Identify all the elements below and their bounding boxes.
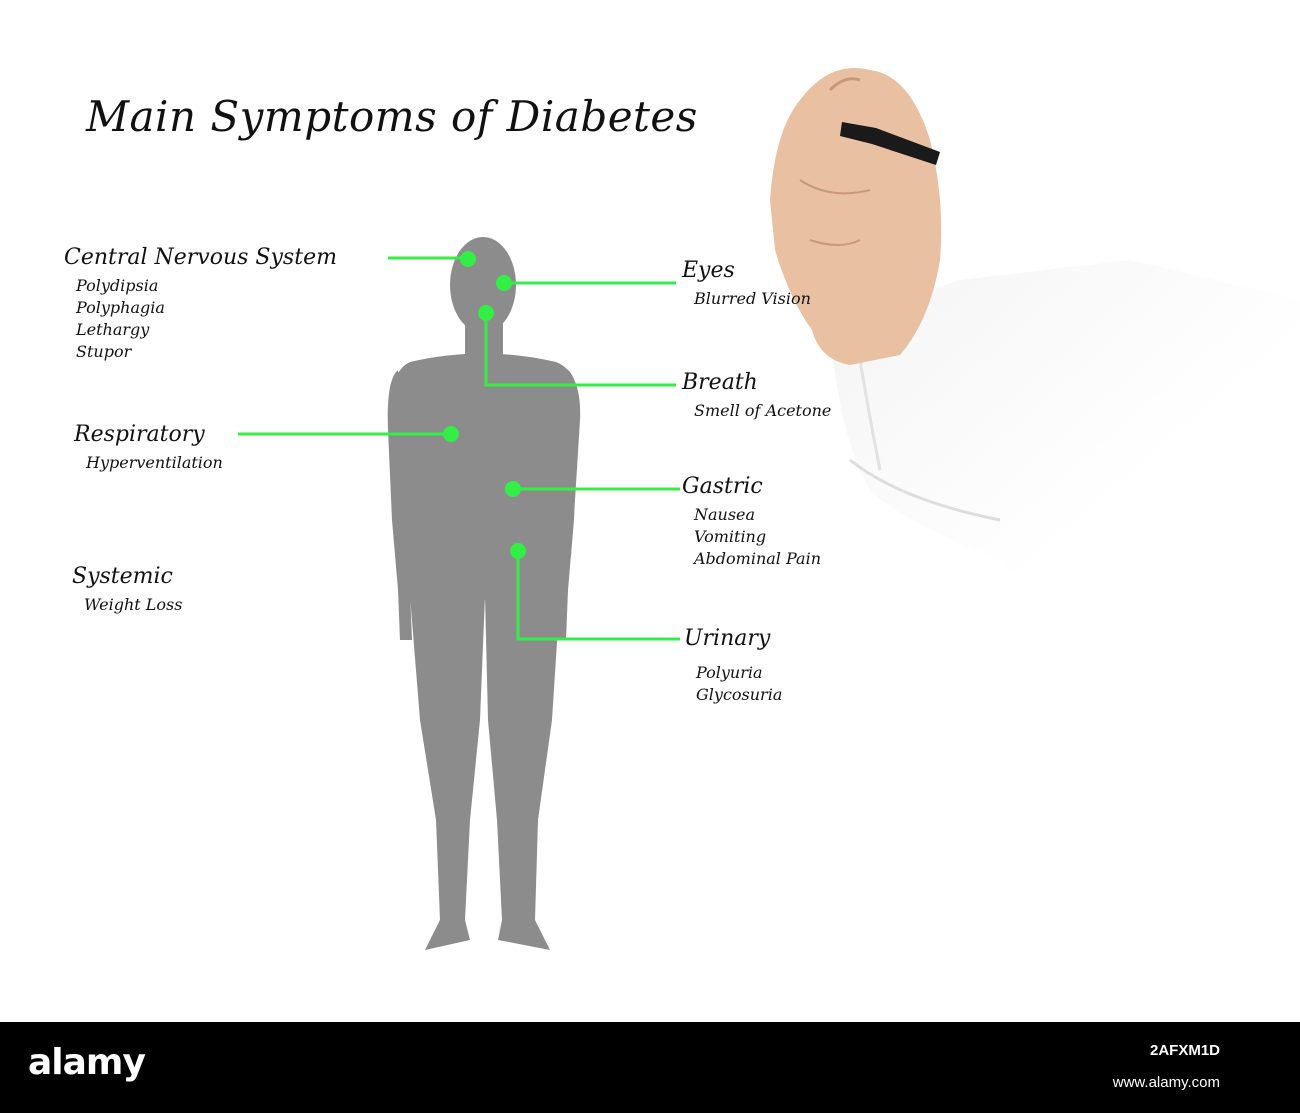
dot-gastric xyxy=(505,481,521,497)
symptom-item: Lethargy xyxy=(76,319,337,341)
group-heading: Systemic xyxy=(72,564,182,590)
dot-breath xyxy=(478,305,494,321)
image-id: 2AFXM1D xyxy=(1150,1042,1220,1059)
symptom-list: Blurred Vision xyxy=(694,288,811,310)
group-central-nervous-system: Central Nervous System Polydipsia Polyph… xyxy=(64,245,337,363)
symptom-item: Polyphagia xyxy=(76,297,337,319)
symptom-item: Nausea xyxy=(694,504,821,526)
symptom-item: Polyuria xyxy=(696,662,782,684)
dot-urinary xyxy=(510,543,526,559)
group-eyes: Eyes Blurred Vision xyxy=(682,258,811,310)
group-heading: Central Nervous System xyxy=(64,245,337,271)
symptom-item: Weight Loss xyxy=(84,594,182,616)
group-systemic: Systemic Weight Loss xyxy=(72,564,182,616)
group-heading: Gastric xyxy=(682,474,821,500)
symptom-item: Abdominal Pain xyxy=(694,548,821,570)
group-gastric: Gastric Nausea Vomiting Abdominal Pain xyxy=(682,474,821,570)
symptom-item: Blurred Vision xyxy=(694,288,811,310)
diagram-canvas: Main Symptoms of Diabetes Central Nervou… xyxy=(0,0,1300,1022)
connector-urinary xyxy=(518,551,680,639)
dot-respiratory xyxy=(443,426,459,442)
group-respiratory: Respiratory Hyperventilation xyxy=(74,422,223,474)
symptom-list: Weight Loss xyxy=(84,594,182,616)
diagram-title: Main Symptoms of Diabetes xyxy=(86,92,698,141)
stock-footer-bar: alamy 2AFXM1D www.alamy.com xyxy=(0,1022,1300,1113)
symptom-list: Polyuria Glycosuria xyxy=(696,662,782,706)
symptom-list: Nausea Vomiting Abdominal Pain xyxy=(694,504,821,570)
symptom-item: Hyperventilation xyxy=(86,452,223,474)
symptom-list: Hyperventilation xyxy=(86,452,223,474)
connector-lines xyxy=(0,0,1300,1022)
group-urinary: Urinary Polyuria Glycosuria xyxy=(684,626,782,706)
group-heading: Respiratory xyxy=(74,422,223,448)
symptom-list: Polydipsia Polyphagia Lethargy Stupor xyxy=(76,275,337,363)
connector-breath xyxy=(486,312,676,385)
group-heading: Eyes xyxy=(682,258,811,284)
symptom-item: Stupor xyxy=(76,341,337,363)
brand-logo: alamy xyxy=(28,1042,145,1083)
group-breath: Breath Smell of Acetone xyxy=(682,370,831,422)
dot-eyes xyxy=(496,275,512,291)
symptom-item: Smell of Acetone xyxy=(694,400,831,422)
group-heading: Urinary xyxy=(684,626,782,652)
symptom-item: Vomiting xyxy=(694,526,821,548)
dot-cns xyxy=(460,251,476,267)
symptom-item: Glycosuria xyxy=(696,684,782,706)
symptom-list: Smell of Acetone xyxy=(694,400,831,422)
site-url: www.alamy.com xyxy=(1113,1074,1220,1091)
symptom-item: Polydipsia xyxy=(76,275,337,297)
group-heading: Breath xyxy=(682,370,831,396)
